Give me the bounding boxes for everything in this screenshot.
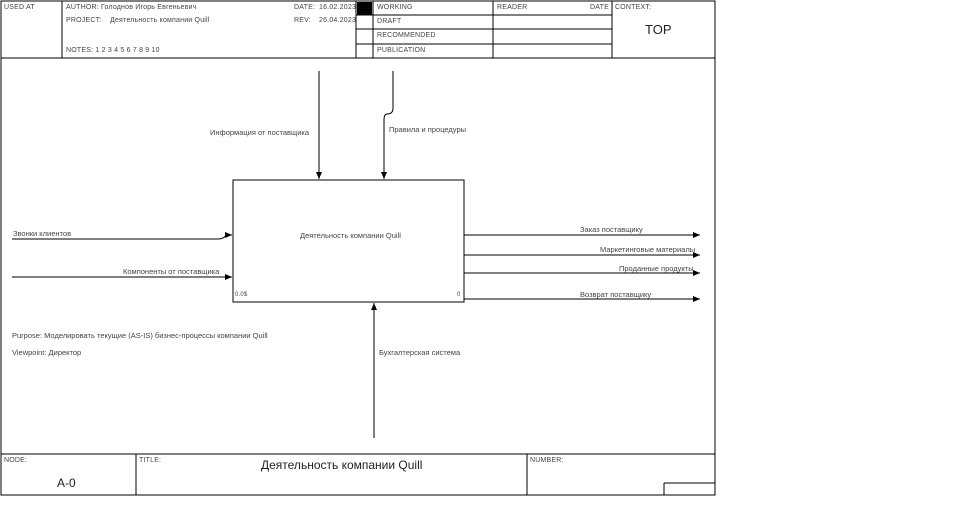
rev-value: 26.04.2023 bbox=[319, 17, 357, 24]
purpose-text: Purpose: Моделировать текущие (AS-IS) би… bbox=[12, 331, 268, 340]
output-label-return: Возврат поставщику bbox=[580, 290, 652, 299]
activity-box bbox=[232, 179, 465, 303]
used-at-label: USED AT bbox=[4, 4, 35, 11]
context-label: CONTEXT: bbox=[615, 4, 652, 11]
node-value: A-0 bbox=[57, 476, 76, 490]
activity-number: 0 bbox=[457, 292, 461, 298]
rev-label: REV: bbox=[294, 17, 311, 24]
author-label: AUTHOR: bbox=[66, 4, 99, 11]
control-label-info: Информация от поставщика bbox=[210, 128, 309, 137]
input-label-components: Компоненты от поставщика bbox=[123, 267, 220, 276]
date-value: 16.02.2023 bbox=[319, 4, 357, 11]
control-label-rules: Правила и процедуры bbox=[389, 125, 467, 134]
node-label: NODE: bbox=[4, 457, 28, 464]
status-recommended: RECOMMENDED bbox=[377, 32, 436, 39]
status-working: WORKING bbox=[377, 4, 413, 11]
output-label-order: Заказ поставщику bbox=[580, 225, 643, 234]
output-label-sold: Проданные продукты bbox=[619, 264, 694, 273]
control-arrow-rules bbox=[381, 71, 394, 179]
mechanism-label: Бухгалтерская система bbox=[379, 348, 461, 357]
context-value: TOP bbox=[645, 22, 672, 37]
reader-label: READER bbox=[497, 4, 528, 11]
status-draft: DRAFT bbox=[377, 18, 402, 25]
viewpoint-text: Viewpoint: Директор bbox=[12, 348, 82, 357]
reader-date-label: DATE bbox=[590, 4, 609, 11]
number-label: NUMBER: bbox=[530, 457, 564, 464]
activity-cost: 0.0$ bbox=[235, 292, 248, 298]
project-label: PROJECT: bbox=[66, 17, 102, 24]
output-label-marketing: Маркетинговые материалы bbox=[600, 245, 696, 254]
input-label-calls: Звонки клиентов bbox=[13, 229, 72, 238]
diagram-title: Деятельность компании Quill bbox=[261, 458, 423, 472]
working-marker bbox=[357, 2, 372, 15]
activity-label: Деятельность компании Quill bbox=[300, 231, 401, 240]
input-arrow-calls bbox=[12, 232, 232, 240]
project-value: Деятельность компании Quill bbox=[110, 17, 210, 24]
date-label: DATE: bbox=[294, 4, 316, 11]
notes-label: NOTES: 1 2 3 4 5 6 7 8 9 10 bbox=[66, 47, 160, 54]
title-label: TITLE: bbox=[139, 457, 162, 464]
author-value: Голоднов Игорь Евгеньевич bbox=[101, 4, 197, 11]
status-publication: PUBLICATION bbox=[377, 47, 426, 54]
